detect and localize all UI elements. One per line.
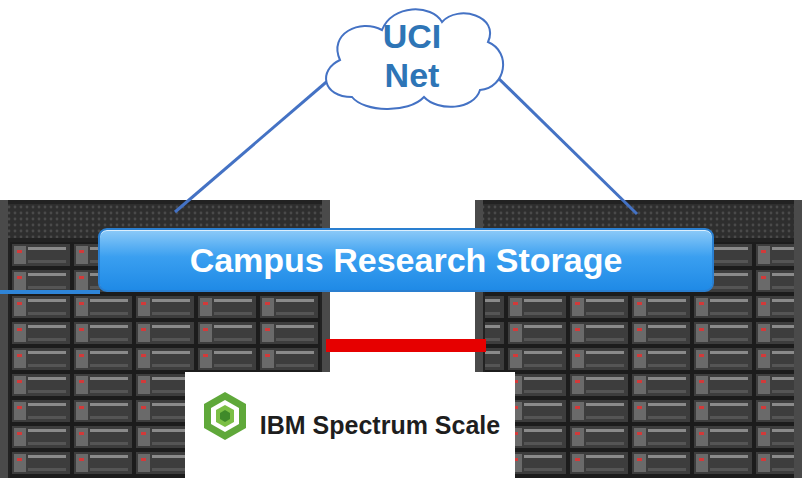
cloud-node: UCI Net <box>352 10 472 102</box>
node-text: IBM Spectrum Scale <box>260 411 500 440</box>
software-logo: IBM Spectrum Scale <box>180 372 520 478</box>
storage-band: Campus Research Storage <box>98 228 714 292</box>
node-text: Campus Research Storage <box>190 241 623 280</box>
node-text: UCI Net <box>366 17 458 95</box>
